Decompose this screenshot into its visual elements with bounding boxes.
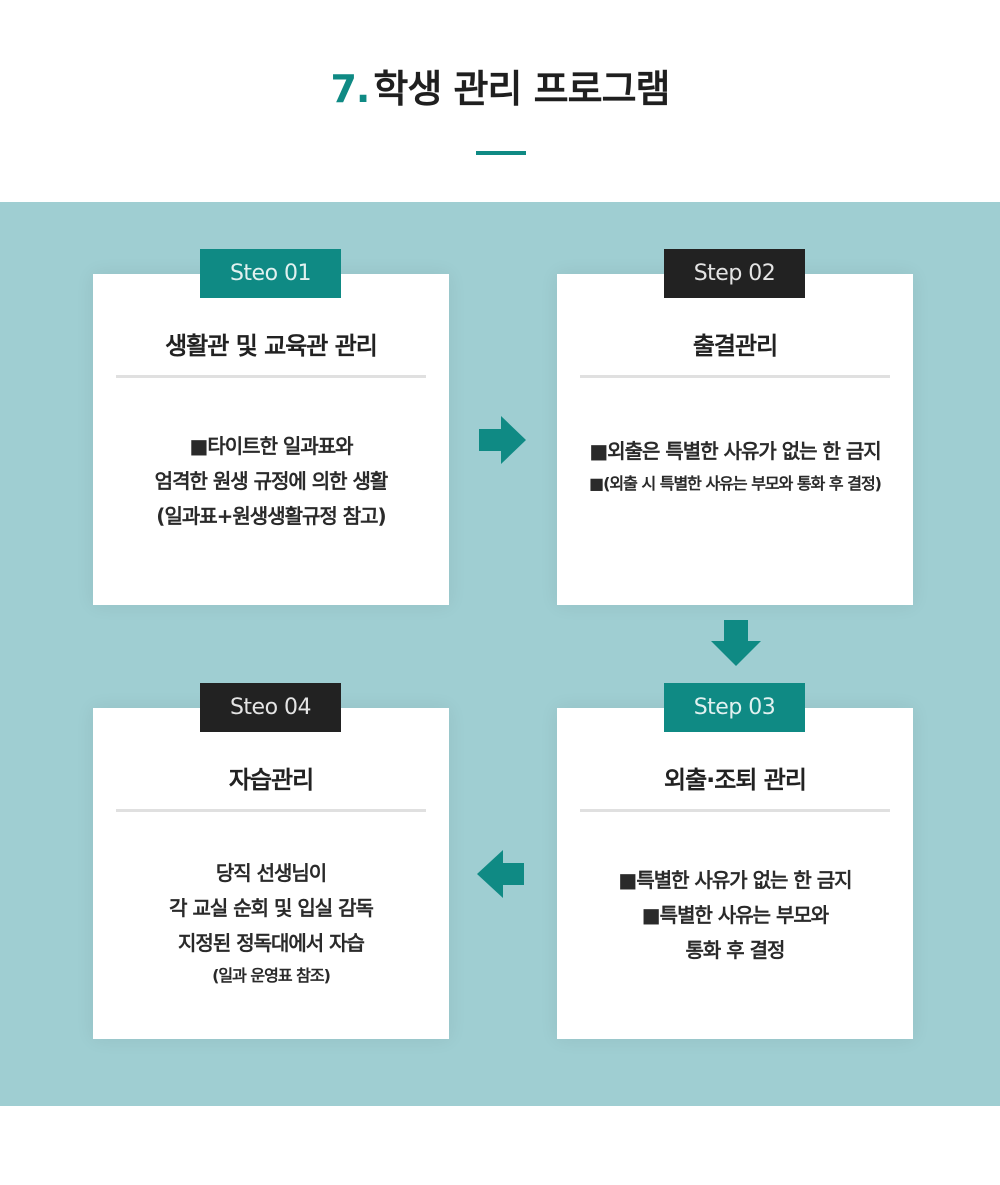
arrow-left-icon bbox=[477, 850, 524, 898]
arrow-down-icon bbox=[711, 620, 761, 666]
step-3-line-1: ■특별한 사유가 없는 한 금지 bbox=[618, 868, 852, 892]
step-2-body: ■외출은 특별한 사유가 없는 한 금지 ■(외출 시 특별한 사유는 부모와 … bbox=[557, 434, 913, 499]
page-title: 7.학생 관리 프로그램 bbox=[0, 58, 1000, 113]
step-card-4: 자습관리 당직 선생님이 각 교실 순회 및 입실 감독 지정된 정독대에서 자… bbox=[93, 708, 449, 1039]
step-2-badge: Step 02 bbox=[664, 249, 805, 298]
step-1-line-3: (일과표+원생생활규정 참고) bbox=[156, 504, 386, 528]
step-2-note: ■(외출 시 특별한 사유는 부모와 통화 후 결정) bbox=[589, 474, 882, 493]
step-4-note: (일과 운영표 참조) bbox=[212, 966, 331, 985]
step-1-badge: Steo 01 bbox=[200, 249, 341, 298]
step-4-title: 자습관리 bbox=[228, 766, 314, 794]
step-3-line-2: ■특별한 사유는 부모와 bbox=[641, 903, 829, 927]
divider bbox=[116, 809, 426, 812]
step-3-body: ■특별한 사유가 없는 한 금지 ■특별한 사유는 부모와 통화 후 결정 bbox=[557, 863, 913, 968]
step-3-badge: Step 03 bbox=[664, 683, 805, 732]
step-2-title: 출결관리 bbox=[692, 332, 778, 360]
step-4-line-1: 당직 선생님이 bbox=[215, 861, 327, 885]
step-1-body: ■타이트한 일과표와 엄격한 원생 규정에 의한 생활 (일과표+원생생활규정 … bbox=[93, 429, 449, 534]
step-2-line-1: ■외출은 특별한 사유가 없는 한 금지 bbox=[589, 439, 881, 463]
divider bbox=[580, 809, 890, 812]
step-1-line-2: 엄격한 원생 규정에 의한 생활 bbox=[154, 469, 389, 493]
step-1-line-1: ■타이트한 일과표와 bbox=[189, 434, 353, 458]
step-4-line-2: 각 교실 순회 및 입실 감독 bbox=[169, 896, 374, 920]
title-underline bbox=[476, 151, 526, 155]
divider bbox=[580, 375, 890, 378]
step-1-title: 생활관 및 교육관 관리 bbox=[165, 332, 378, 360]
step-4-body: 당직 선생님이 각 교실 순회 및 입실 감독 지정된 정독대에서 자습 (일과… bbox=[93, 856, 449, 991]
arrow-right-icon bbox=[479, 416, 526, 464]
step-4-line-3: 지정된 정독대에서 자습 bbox=[178, 931, 365, 955]
step-card-3: 외출·조퇴 관리 ■특별한 사유가 없는 한 금지 ■특별한 사유는 부모와 통… bbox=[557, 708, 913, 1039]
step-3-line-3: 통화 후 결정 bbox=[685, 938, 786, 962]
section-number: 7. bbox=[330, 67, 370, 111]
step-card-2: 출결관리 ■외출은 특별한 사유가 없는 한 금지 ■(외출 시 특별한 사유는… bbox=[557, 274, 913, 605]
step-4-badge: Steo 04 bbox=[200, 683, 341, 732]
divider bbox=[116, 375, 426, 378]
step-card-1: 생활관 및 교육관 관리 ■타이트한 일과표와 엄격한 원생 규정에 의한 생활… bbox=[93, 274, 449, 605]
section-title: 학생 관리 프로그램 bbox=[373, 67, 670, 111]
step-3-title: 외출·조퇴 관리 bbox=[664, 766, 807, 794]
